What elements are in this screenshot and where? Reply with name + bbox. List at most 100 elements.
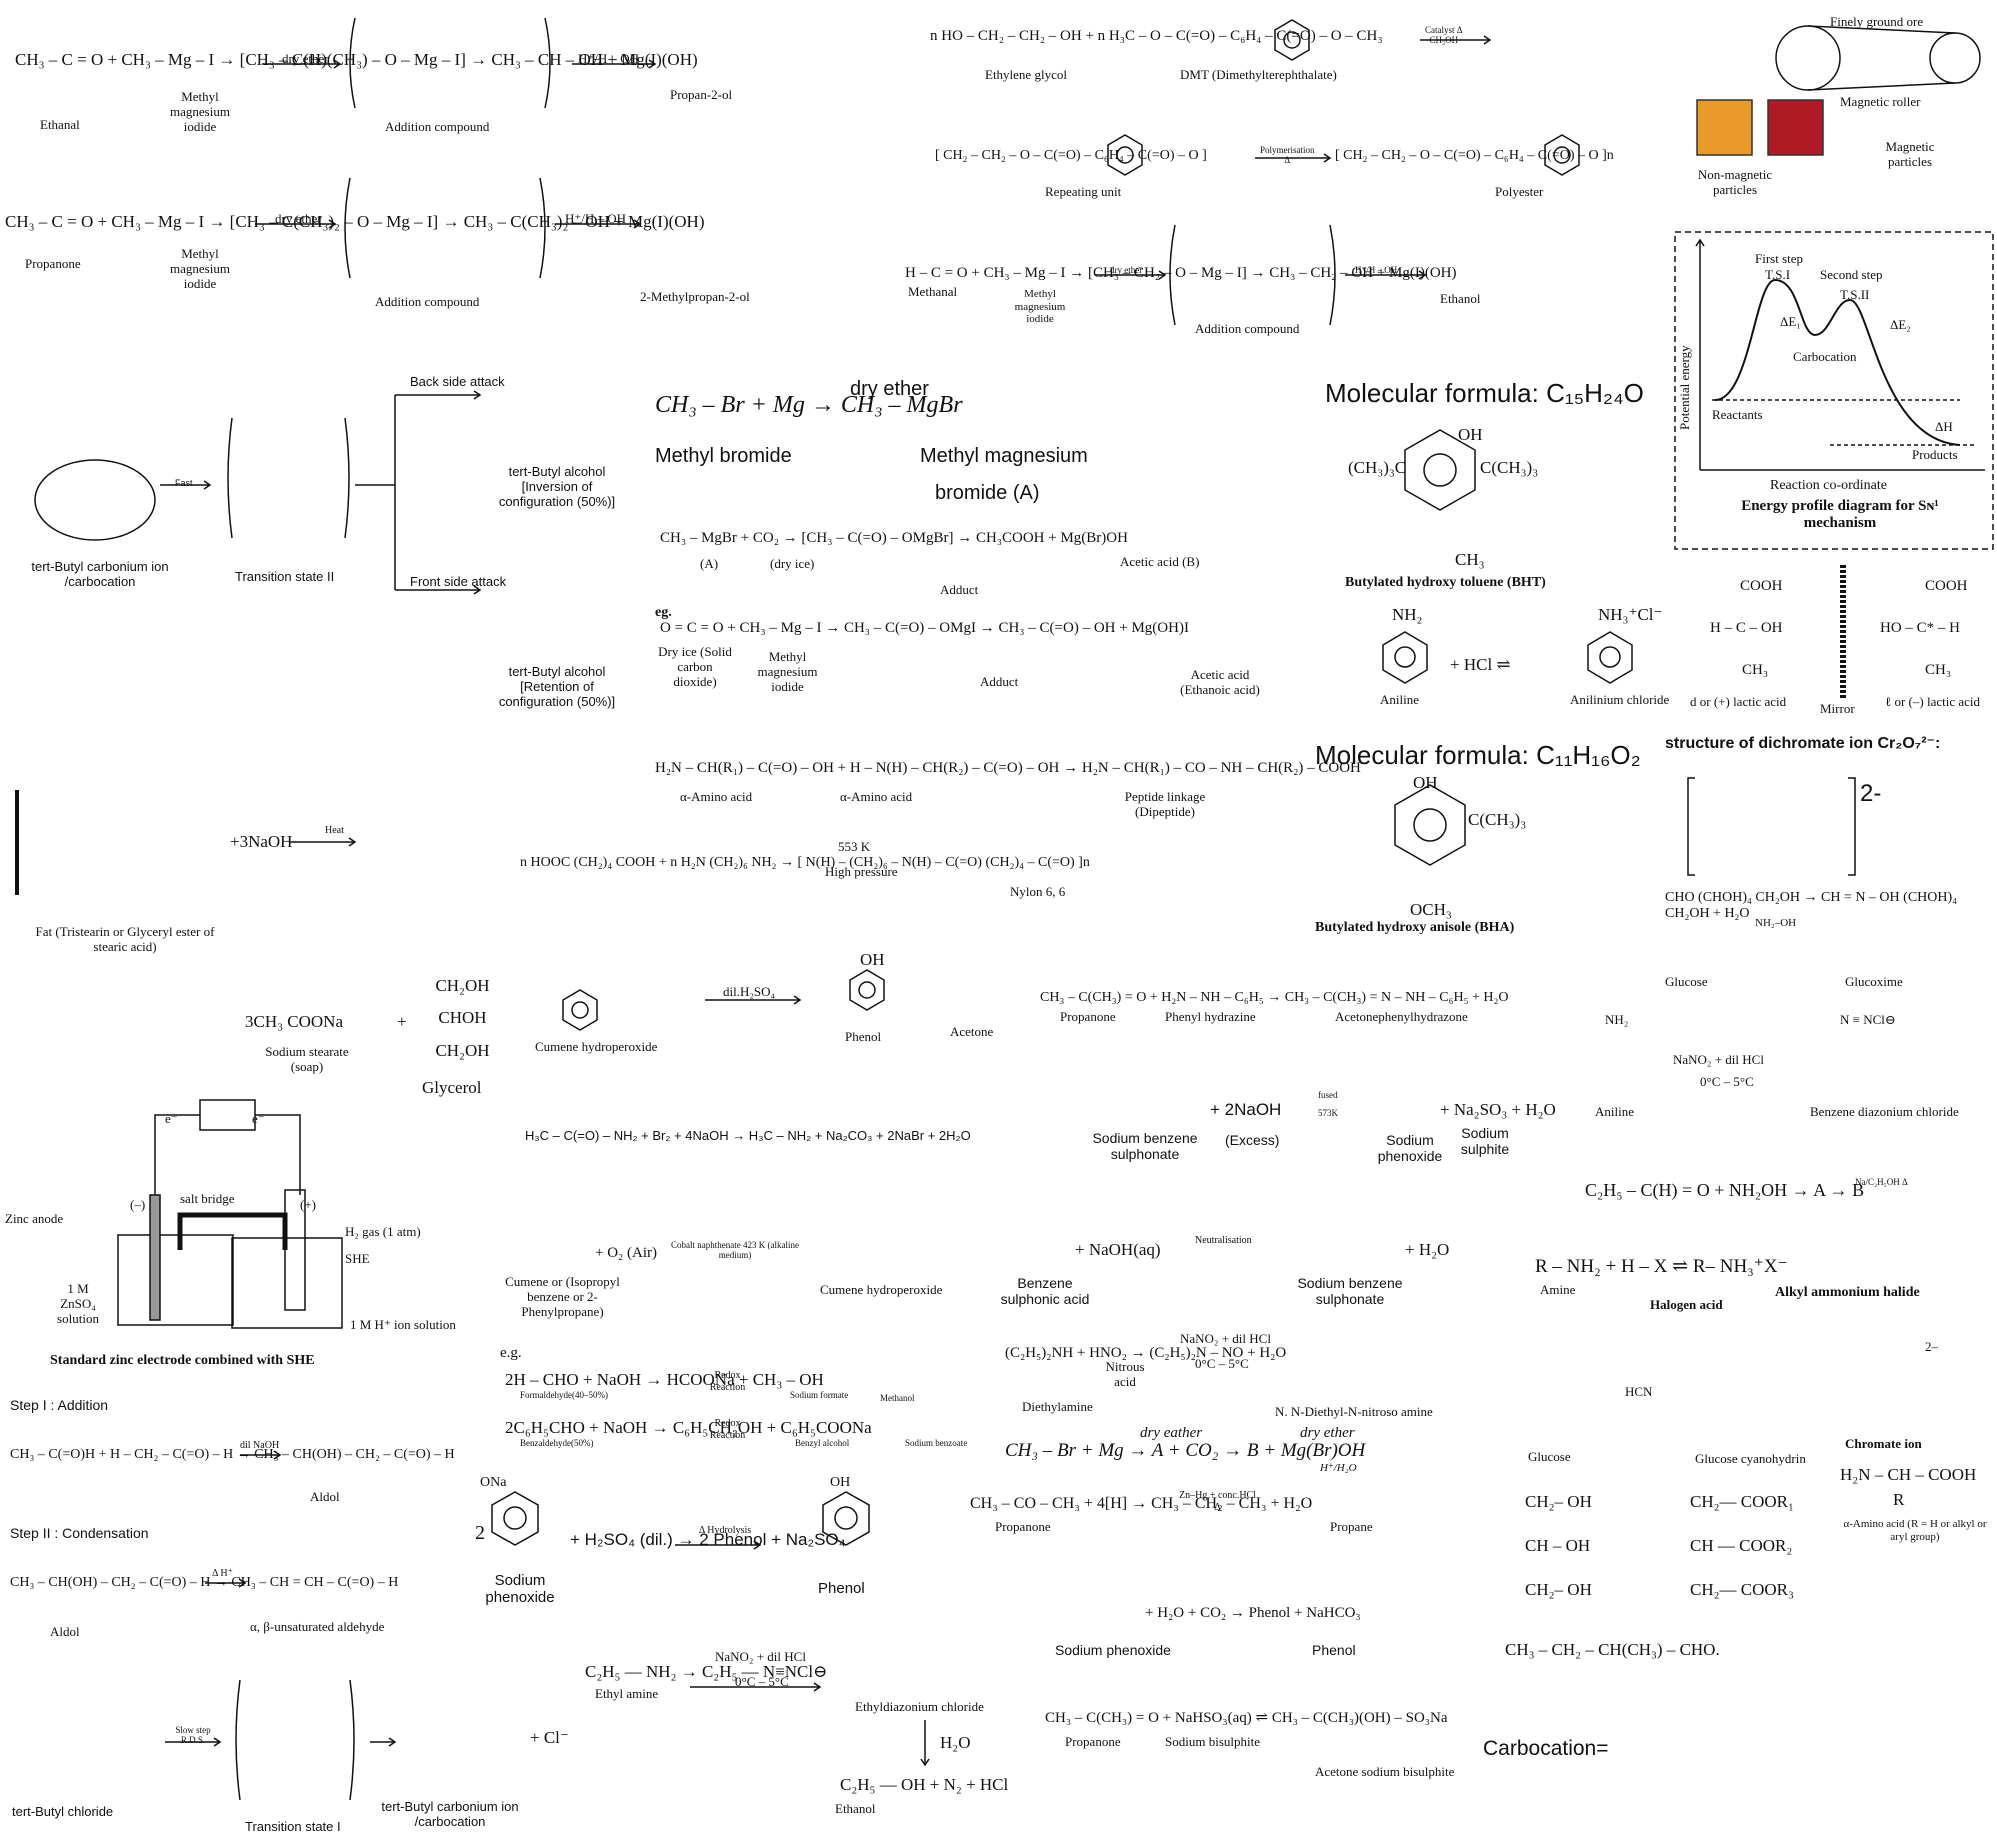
amine-salt-equation: R – NH₂ + H – X ⇌ R– NH₃⁺X⁻ — [1535, 1256, 1788, 1277]
label-carbocation-2: tert-Butyl carbonium ion /carbocation — [381, 1799, 519, 1829]
label-a: (A) — [700, 556, 719, 571]
glycerol-skeleton: CH₂– OH CH – OH CH₂– OH — [1525, 1492, 1592, 1600]
phenoxide-ona: ONa — [480, 1475, 507, 1490]
cumene-o2: + O₂ (Air) — [595, 1245, 658, 1261]
label-peptide-linkage: Peptide linkage (Dipeptide) — [1124, 789, 1206, 819]
cond-nitroso-1: NaNO₂ + dil HCl — [1180, 1331, 1271, 1346]
label-benzene-sulphonic-acid: Benzene sulphonic acid — [1000, 1275, 1090, 1308]
label-fat: Fat (Tristearin or Glyceryl ester of ste… — [35, 924, 215, 954]
label-propane: Propane — [1330, 1519, 1373, 1534]
label-inversion: tert-Butyl alcohol [Inversion of configu… — [498, 464, 616, 509]
naoh-aq: + NaOH(aq) — [1075, 1240, 1161, 1259]
label-h-ion: 1 M H⁺ ion solution — [350, 1317, 456, 1332]
cond-ethylamine-1: NaNO₂ + dil HCl — [715, 1649, 806, 1664]
label-glucose: Glucose — [1665, 974, 1708, 989]
label-ethyldiazonium-chloride: Ethyldiazonium chloride — [855, 1699, 984, 1714]
label-glucoxime: Glucoxime — [1845, 974, 1903, 989]
phenoxide-coefficient: 2 — [475, 1522, 485, 1544]
cond-dry-ether-2: dry ether — [275, 211, 322, 226]
cond-dil-naoh: dil NaOH — [240, 1440, 280, 1451]
label-repeating-unit: Repeating unit — [1045, 184, 1122, 199]
label-2-methylpropan-2-ol: 2-Methylpropan-2-ol — [640, 289, 750, 304]
bha-oh: OH — [1413, 773, 1438, 792]
label-h2-gas: H₂ gas (1 atm) — [345, 1224, 421, 1239]
propanal-oxime-equation: C₂H₅ – C(H) = O + NH₂OH → A → B — [1585, 1180, 1865, 1200]
lactic-d-ch3: CH₃ — [1742, 662, 1769, 678]
clemmensen-equation: CH₃ – CO – CH₃ + 4[H] → CH₃ – CH₂ – CH₃ … — [970, 1495, 1313, 1512]
lactic-d-center: H – C – OH — [1710, 620, 1783, 636]
cond-redox-2: Redox Reaction — [709, 1418, 746, 1441]
hydrazone-equation: CH₃ – C(CH₃) = O + H₂N – NH – C₆H₅ → CH₃… — [1040, 990, 1509, 1005]
electron-left: e⁻ — [165, 1111, 178, 1126]
cond-h-h2o: H⁺/H₂O — [1320, 1462, 1357, 1474]
label-amine: Amine — [1540, 1282, 1576, 1297]
cond-neutralisation: Neutralisation — [1195, 1235, 1252, 1246]
label-d-lactic-acid: d or (+) lactic acid — [1690, 694, 1787, 709]
aldol-step-2: Step II : Condensation — [10, 1525, 149, 1541]
label-sodium-phenoxide-3: Sodium phenoxide — [1055, 1642, 1171, 1658]
energy-title: Energy profile diagram for Sɴ¹ mechanism — [1741, 498, 1939, 532]
aldol-eq2: CH₃ – CH(OH) – CH₂ – C(=O) – H → CH₃ – C… — [10, 1575, 399, 1590]
grignard-propanone-equation: CH₃ – C = O + CH₃ – Mg – I → [CH₃ – C(CH… — [5, 212, 705, 231]
label-halogen-acid: Halogen acid — [1650, 1297, 1723, 1312]
label-dry-ice: (dry ice) — [770, 556, 815, 571]
label-phenol: Phenol — [845, 1029, 882, 1044]
zinc-beaker — [117, 1234, 234, 1326]
label-cumene: Cumene or (Isopropyl benzene or 2-Phenyl… — [505, 1274, 620, 1319]
dryice-eg: eg. — [655, 605, 672, 620]
label-salt-bridge: salt bridge — [180, 1191, 235, 1206]
nitroso-equation: (C₂H₅)₂NH + HNO₂ → (C₂H₅)₂N – NO + H₂O — [1005, 1345, 1287, 1361]
aldehyde-formula: CH₃ – CH₂ – CH(CH₃) – CHO. — [1505, 1640, 1720, 1659]
label-methyl-magnesium: Methyl magnesium — [920, 445, 1088, 467]
label-nylon: Nylon 6, 6 — [1010, 884, 1066, 899]
label-polyester: Polyester — [1495, 184, 1544, 199]
energy-carbocation: Carbocation — [1793, 349, 1857, 364]
label-methyl-magnesium-iodide-2: Methyl magnesium iodide — [170, 246, 230, 291]
cond-zn-hg: Zn–Hg + conc.HCl Δ — [1178, 1490, 1257, 1513]
aniline-nh2: NH₂ — [1392, 605, 1423, 624]
cond-redox-1: Redox Reaction — [709, 1370, 746, 1393]
label-sodium-sulphite: Sodium sulphite — [1460, 1125, 1510, 1158]
label-addition-compound-3: Addition compound — [1195, 321, 1300, 336]
label-acetone: Acetone — [950, 1024, 994, 1039]
label-nitroso-amine: N. N-Diethyl-N-nitroso amine — [1275, 1404, 1433, 1419]
bht-left-group: (CH₃)₃C — [1348, 458, 1407, 477]
glucose-oxime-equation: CHO (CHOH)₄ CH₂OH → CH = N – OH (CHOH)₄ … — [1665, 890, 1958, 921]
cond-dry-ether-3: dry ether — [1110, 265, 1143, 275]
label-glucose-2: Glucose — [1528, 1449, 1571, 1464]
label-znso4: 1 M ZnSO₄ solution — [57, 1281, 99, 1326]
cond-acid-water-3: H⁺/H – OH — [1355, 265, 1398, 275]
label-methyl-magnesium-iodide: Methyl magnesium iodide — [170, 89, 230, 134]
label-ethyl-amine: Ethyl amine — [595, 1686, 659, 1701]
addition-bracket-3 — [1169, 224, 1336, 326]
lactic-d-cooh: COOH — [1740, 578, 1783, 594]
bha-molecular-formula: Molecular formula: C₁₁H₁₆O₂ — [1315, 740, 1641, 770]
soap-plus: + — [397, 1012, 407, 1031]
label-benzyl-alcohol: Benzyl alcohol — [795, 1438, 850, 1448]
label-chromate: Chromate ion — [1845, 1436, 1922, 1451]
chromate-charge: 2– — [1925, 1339, 1938, 1354]
cond-dry-ether-formation: dry ether — [850, 378, 929, 400]
label-diethylamine: Diethylamine — [1022, 1399, 1093, 1414]
lactic-l-cooh: COOH — [1925, 578, 1968, 594]
grignard-b-equation: CH₃ – Br + Mg → A + CO₂ → B + Mg(Br)OH — [1005, 1440, 1366, 1461]
grignard-formation-equation: CH₃ – Br + Mg → CH₃ – MgBr — [655, 392, 963, 418]
aldol-eq1: CH₃ – C(=O)H + H – CH₂ – C(=O) – H → CH₃… — [10, 1447, 455, 1462]
cond-hcn: HCN — [1625, 1384, 1653, 1399]
diazo-product: N ≡ NCl⊖ — [1840, 1012, 1896, 1027]
label-dmt: DMT (Dimethylterephthalate) — [1180, 67, 1337, 82]
cond-heat: Heat — [325, 825, 344, 836]
label-alkyl-ammonium-halide: Alkyl ammonium halide — [1775, 1285, 1920, 1300]
label-aldol-1: Aldol — [310, 1489, 340, 1504]
energy-diagram-box — [1674, 231, 1994, 550]
label-acetic-acid-b: Acetic acid (B) — [1120, 554, 1200, 569]
dichromate-title: structure of dichromate ion Cr₂O₇²⁻: — [1665, 735, 1941, 752]
bht-methyl: CH₃ — [1455, 550, 1485, 569]
label-anilinium-chloride: Anilinium chloride — [1570, 692, 1670, 707]
label-finely-ground-ore: Finely ground ore — [1830, 14, 1924, 29]
label-magnetic-roller: Magnetic roller — [1840, 94, 1921, 109]
addition-bracket-1 — [349, 17, 551, 109]
cond-heat-acid: Δ H⁺ — [212, 1568, 233, 1579]
cond-dil-h2so4: dil.H₂SO₄ — [723, 984, 776, 999]
